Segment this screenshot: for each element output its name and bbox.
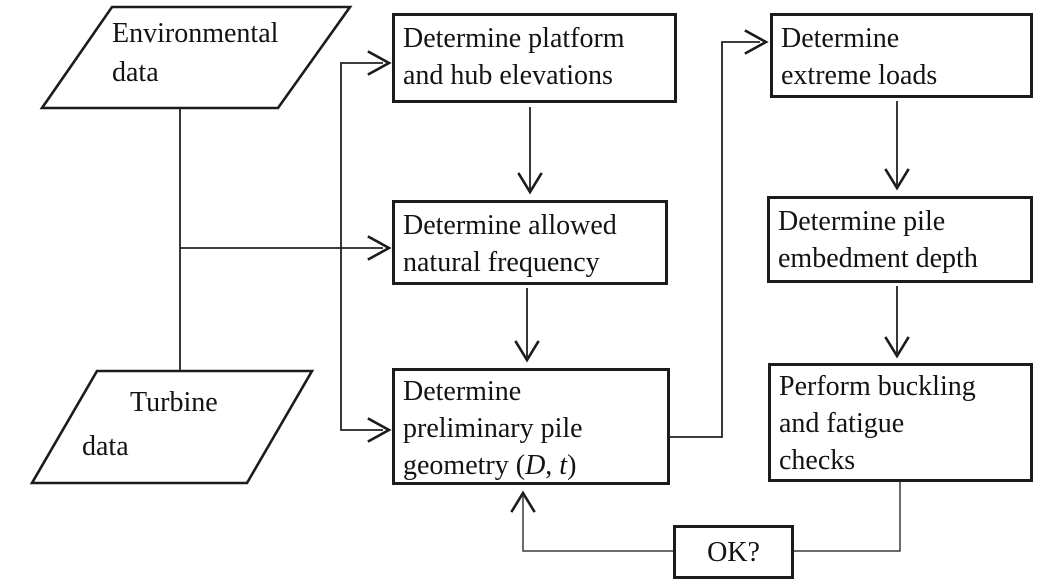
turbine-data-label-line1: Turbine: [130, 387, 218, 418]
arrowhead-into-extreme-loads-icon: [744, 29, 769, 55]
box-text-line-geometry: geometry (D, t): [403, 447, 663, 484]
process-box-pile-embedment-depth: Determine pile embedment depth: [767, 196, 1033, 283]
process-box-buckling-fatigue-checks: Perform buckling and fatigue checks: [768, 363, 1033, 482]
box-text-line: Perform buckling: [779, 371, 976, 402]
process-box-natural-frequency: Determine allowed natural frequency: [392, 200, 668, 285]
geometry-separator: ,: [545, 450, 560, 481]
box-text-line: extreme loads: [781, 60, 938, 91]
box-text-line: embedment depth: [778, 243, 978, 274]
connector-geometry-to-extreme-loads: [670, 41, 760, 438]
environmental-data-label-line2: data: [112, 57, 159, 88]
arrowhead-into-platform-icon: [367, 50, 392, 76]
parallelogram-turbine-data: [29, 369, 315, 485]
connector-ok-to-geometry: [522, 496, 673, 552]
process-box-preliminary-pile-geometry: Determine preliminary pile geometry (D, …: [392, 368, 670, 485]
box-text-line: natural frequency: [403, 247, 600, 278]
box-text-line: Determine: [781, 23, 900, 54]
decision-box-ok: OK?: [673, 525, 794, 579]
connector-distribution-trunk: [340, 62, 383, 431]
arrowhead-into-geometry-icon: [367, 417, 392, 443]
box-text-line: and hub elevations: [403, 60, 613, 91]
arrowhead-into-frequency-icon: [367, 235, 392, 261]
process-box-extreme-loads: Determine extreme loads: [770, 13, 1033, 98]
geometry-var-d: D: [525, 450, 546, 481]
box-text-line: Determine platform: [403, 23, 625, 54]
turbine-data-label-line2: data: [82, 431, 129, 462]
parallelogram-environmental-data: [39, 5, 353, 110]
arrowhead-platform-to-frequency-icon: [517, 172, 543, 195]
connector-checks-to-ok: [794, 482, 901, 552]
box-text-line: checks: [779, 445, 856, 476]
geometry-prefix: geometry (: [403, 450, 526, 481]
box-text-line: Determine: [403, 376, 522, 407]
arrowhead-extreme-to-embedment-icon: [884, 168, 910, 191]
decision-label: OK?: [707, 537, 760, 568]
process-box-platform-hub-elevations: Determine platform and hub elevations: [392, 13, 677, 103]
box-text-line: Determine pile: [778, 206, 946, 237]
arrowhead-embedment-to-checks-icon: [884, 336, 910, 359]
arrowhead-frequency-to-geometry-icon: [514, 340, 540, 363]
environmental-data-label-line1: Environmental: [112, 18, 279, 49]
box-text-line: preliminary pile: [403, 413, 583, 444]
box-text-line: Determine allowed: [403, 210, 617, 241]
geometry-var-t: t: [559, 450, 568, 481]
box-text-line: and fatigue: [779, 408, 905, 439]
arrowhead-ok-to-geometry-icon: [510, 490, 536, 513]
geometry-suffix: ): [567, 450, 577, 481]
